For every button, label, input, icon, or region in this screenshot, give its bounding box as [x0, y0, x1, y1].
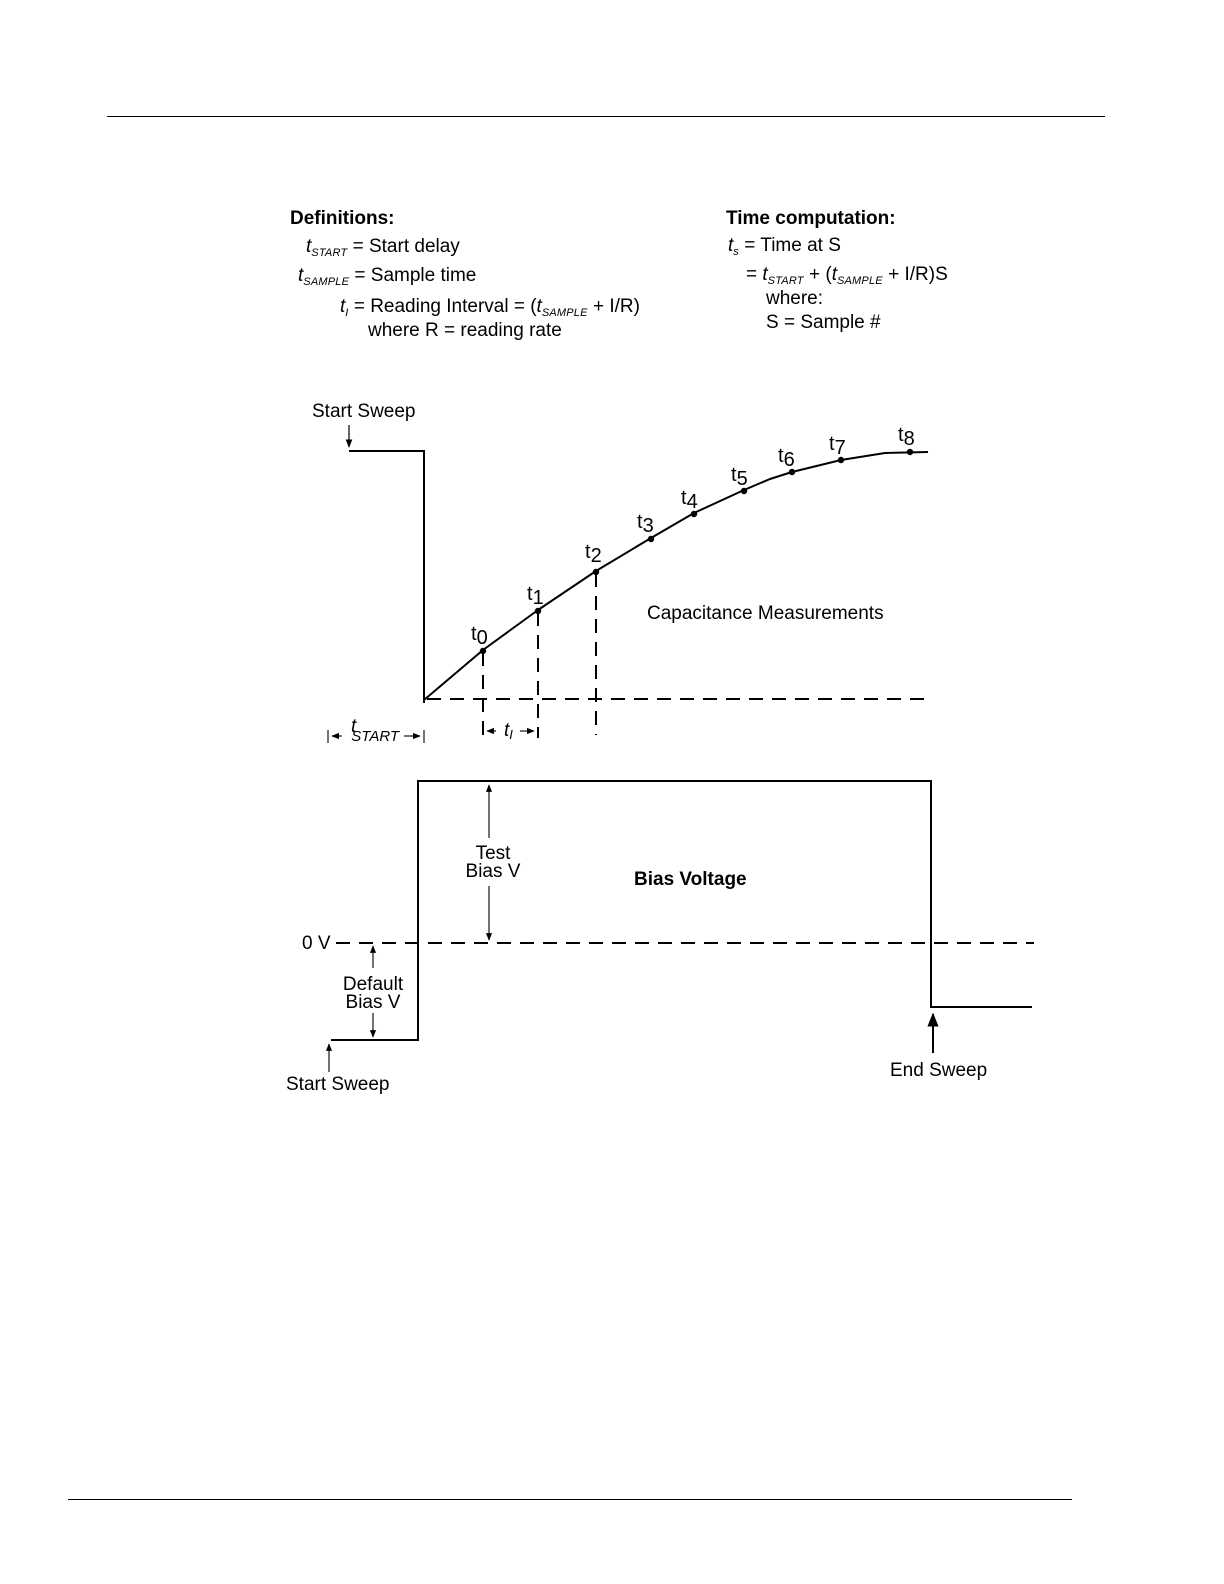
definitions-block: Definitions: tSTART = Start delay tSAMPL… [290, 209, 690, 349]
sample-points [479, 448, 914, 655]
subscript: START [767, 275, 804, 287]
start-sweep-label-top: Start Sweep [312, 401, 416, 422]
definition-sample-time: tSAMPLE = Sample time [298, 266, 476, 288]
subscript: START [311, 247, 348, 259]
test-bias-label-line2: Bias V [466, 861, 521, 882]
sample-point-t3 [647, 535, 655, 543]
sample-labels: t0 t1 t2 t3 t4 t5 t6 t7 t8 [471, 424, 915, 649]
symbol: t [728, 235, 734, 256]
label-sub: 6 [784, 449, 795, 471]
definition-reading-interval: tI = Reading Interval = (tSAMPLE + I/R) [340, 297, 640, 319]
sample-definition: S = Sample # [766, 312, 881, 333]
subscript: SAMPLE [836, 275, 883, 287]
label-sub: 1 [533, 587, 544, 609]
definition-text: = Time at S [738, 235, 841, 256]
label-base: t [527, 583, 533, 605]
sample-point-t8 [906, 448, 914, 456]
tstart-dimension [327, 730, 425, 743]
label-sub: 2 [591, 545, 602, 567]
sample-label-t3: t3 [637, 511, 654, 537]
label-sub: 8 [904, 428, 915, 450]
definition-rate-note: where R = reading rate [368, 320, 562, 341]
ts-formula: = tSTART + (tSAMPLE + I/R)S [746, 265, 948, 287]
definition-tail: + I/R) [587, 296, 640, 317]
capacitance-title: Capacitance Measurements [647, 603, 884, 624]
bias-section [331, 780, 1034, 1041]
definition-start-delay: tSTART = Start delay [306, 237, 460, 259]
default-bias-label-line2: Bias V [346, 992, 401, 1013]
label-sub: I [509, 727, 513, 742]
label-base: t [351, 716, 357, 737]
sample-label-t7: t7 [829, 433, 846, 459]
label-base: t [778, 445, 784, 467]
bias-voltage-title: Bias Voltage [634, 869, 747, 890]
subscript: SAMPLE [303, 276, 350, 288]
equals: = [746, 264, 763, 285]
footer-rule [68, 1499, 1072, 1500]
sample-label-t6: t6 [778, 445, 795, 471]
capacitance-curve [423, 451, 929, 701]
definition-text: = Reading Interval = ( [348, 296, 537, 317]
where-label: where: [766, 288, 824, 309]
zero-volt-label: 0 V [302, 933, 331, 954]
definition-text: = Sample time [349, 265, 477, 286]
header-rule [107, 116, 1105, 117]
sample-label-t2: t2 [585, 541, 602, 567]
label-base: t [637, 511, 643, 533]
sample-point-t6 [788, 468, 796, 476]
label-base: t [585, 541, 591, 563]
bias-waveform [331, 780, 1032, 1041]
symbol: t [536, 296, 542, 317]
sample-point-t0 [479, 647, 487, 655]
sample-point-t2 [592, 568, 600, 576]
subscript: SAMPLE [541, 307, 588, 319]
label-base: t [898, 424, 904, 446]
sample-label-t8: t8 [898, 424, 915, 450]
sample-point-t4 [690, 510, 698, 518]
tstart-label: tSTART [351, 716, 401, 745]
label-base: t [731, 464, 737, 486]
symbol: t [306, 236, 312, 257]
definitions-heading: Definitions: [290, 208, 395, 229]
label-sub: 4 [687, 491, 698, 513]
label-sub: 3 [643, 515, 654, 537]
definition-text: = Start delay [347, 236, 460, 257]
subscript: I [345, 307, 349, 319]
end-sweep-label: End Sweep [890, 1060, 987, 1081]
label-base: t [504, 720, 510, 741]
label-base: t [681, 487, 687, 509]
time-computation-heading: Time computation: [726, 208, 896, 229]
ts-definition: ts = Time at S [728, 236, 841, 258]
test-bias-label-line1: Test [476, 843, 512, 864]
symbol: t [831, 264, 837, 285]
label-sub: 5 [737, 468, 748, 490]
capacitance-section [349, 450, 932, 738]
time-computation-block: Time computation: ts = Time at S = tSTAR… [726, 209, 1046, 349]
symbol: t [298, 265, 304, 286]
ti-label: tI [504, 720, 513, 742]
label-base: t [471, 623, 477, 645]
sample-label-t1: t1 [527, 583, 544, 609]
start-sweep-label-bottom: Start Sweep [286, 1074, 390, 1095]
sample-point-t5 [740, 487, 748, 495]
formula-tail: + I/R)S [882, 264, 948, 285]
sample-label-t5: t5 [731, 464, 748, 490]
label-sub: START [351, 728, 401, 745]
symbol: t [762, 264, 768, 285]
formula-mid: + ( [803, 264, 832, 285]
sample-label-t4: t4 [681, 487, 698, 513]
capacitance-step-line [349, 450, 425, 703]
label-sub: 7 [835, 437, 846, 459]
default-bias-label-line1: Default [343, 974, 404, 995]
sample-label-t0: t0 [471, 623, 488, 649]
symbol: t [340, 296, 346, 317]
sample-point-t7 [837, 456, 845, 464]
label-sub: 0 [477, 627, 488, 649]
subscript: s [733, 246, 739, 258]
label-base: t [829, 433, 835, 455]
sample-point-t1 [534, 607, 542, 615]
